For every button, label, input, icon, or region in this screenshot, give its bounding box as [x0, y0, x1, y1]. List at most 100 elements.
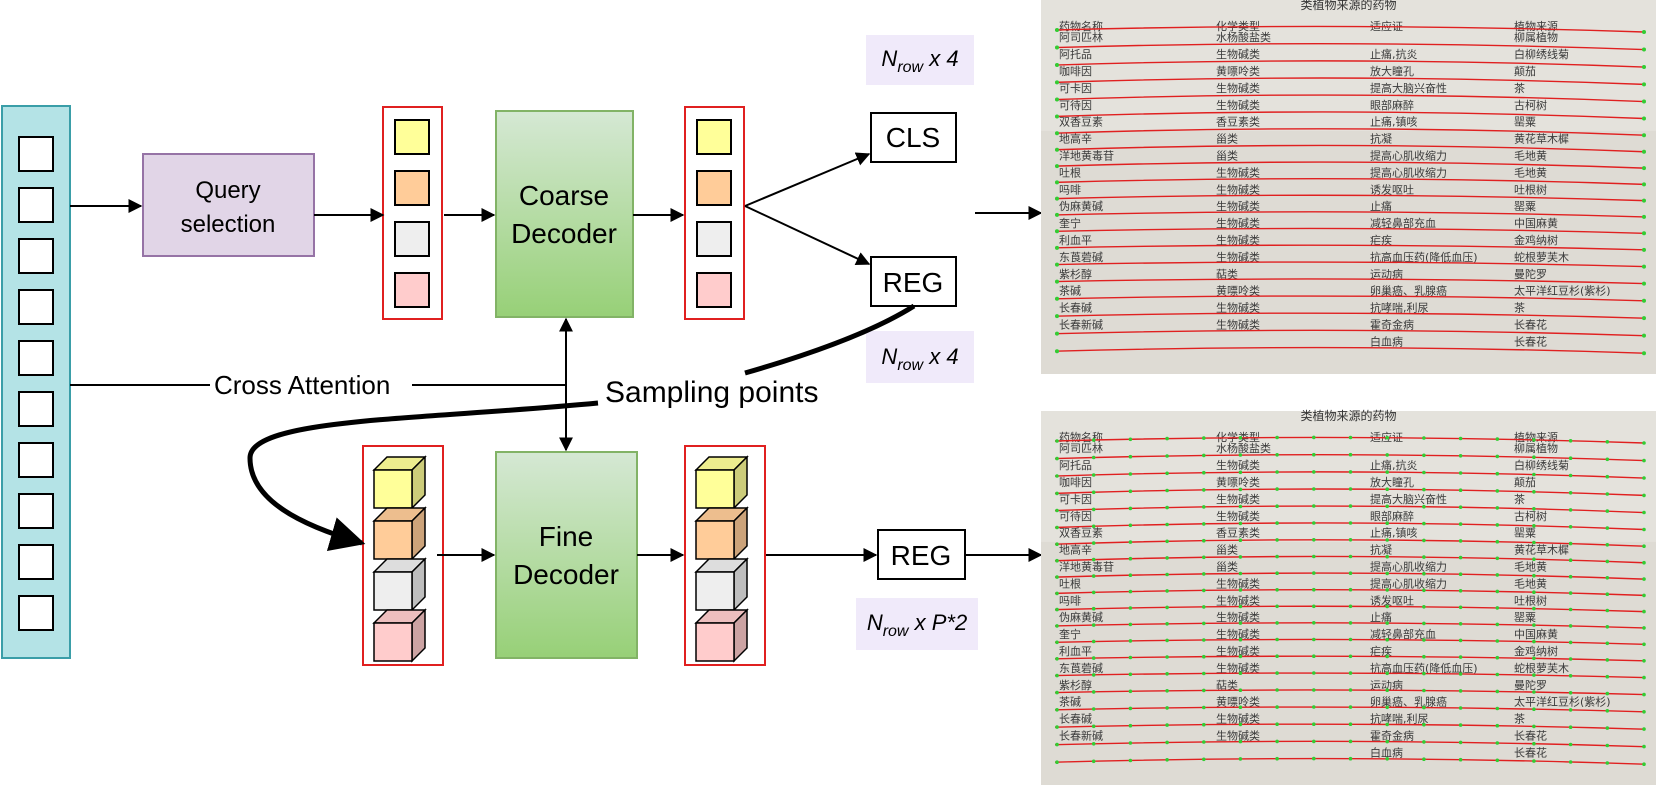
sampling-point [1238, 555, 1243, 559]
sampling-point [1128, 556, 1133, 561]
table-row: 白血病长春花 [1370, 745, 1547, 759]
sampling-point [1422, 571, 1426, 576]
table-cell: 霍奇金病 [1370, 728, 1414, 742]
sampling-point [1055, 657, 1059, 661]
query-cube [372, 506, 427, 561]
query-cube [372, 608, 427, 663]
sampling-point [1642, 675, 1646, 680]
table-cell: 罂粟 [1514, 200, 1536, 213]
sampling-point [1495, 539, 1500, 544]
query-cube [694, 506, 749, 561]
sampling-point [1348, 604, 1353, 609]
table-cell: 毛地黄 [1514, 559, 1547, 573]
table-cell: 水杨酸盐类 [1216, 30, 1271, 44]
table-cell: 吗啡 [1059, 183, 1081, 196]
table-row-line [1054, 161, 1645, 169]
svg-text:Nrow x 4: Nrow x 4 [881, 46, 958, 76]
table-row: 可卡因生物碱类提高大脑兴奋性茶 [1059, 492, 1525, 506]
sampling-point [1312, 739, 1316, 744]
sampling-point [1275, 654, 1279, 658]
sampling-point [1238, 436, 1243, 440]
table-photo-coarse: 类植物来源的药物药物名称化学类型适应证植物来源阿司匹林水杨酸盐类柳属植物阿托品生… [1041, 0, 1656, 374]
sampling-point [1458, 522, 1463, 526]
sampling-point [1091, 606, 1096, 611]
table-cell: 生物碱类 [1216, 199, 1260, 213]
sampling-point [1312, 538, 1316, 542]
sampling-point [1385, 739, 1389, 744]
sampling-point [1605, 592, 1610, 596]
sampling-point [1312, 722, 1316, 726]
sampling-point [1348, 739, 1353, 744]
nrow-fine-sub: row [883, 623, 910, 640]
sampling-point [1238, 453, 1243, 457]
sampling-point [1385, 654, 1389, 659]
table-row: 吐根生物碱类提高心肌收缩力毛地黄 [1059, 576, 1547, 590]
sampling-point [1605, 509, 1610, 513]
sampling-point [1128, 672, 1133, 677]
row-endpoint [1055, 180, 1059, 185]
table-cell: 生物碱类 [1216, 81, 1260, 95]
sampling-point [1532, 557, 1536, 561]
sampling-point [1605, 658, 1610, 662]
table-cell: 抗凝 [1370, 543, 1392, 557]
sampling-point [1605, 474, 1610, 479]
sampling-point [1275, 722, 1279, 726]
query-selection-line1: Query [195, 177, 260, 204]
sampling-point [1055, 760, 1059, 764]
table-cell: 双香豆素 [1059, 527, 1103, 540]
sampling-point [1091, 557, 1096, 562]
sampling-point [1275, 621, 1279, 625]
row-endpoint [1055, 262, 1059, 267]
sampling-point [1642, 642, 1646, 647]
sampling-points-label: Sampling points [605, 376, 818, 409]
sampling-point [1495, 471, 1500, 476]
sampling-point [1055, 624, 1059, 628]
sampling-point [1568, 760, 1573, 764]
sampling-point [1165, 589, 1169, 593]
sampling-point [1055, 558, 1059, 563]
table-cell: 疟疾 [1370, 233, 1392, 247]
nrow-cls-base: N [881, 46, 897, 71]
sampling-point [1568, 624, 1573, 628]
sampling-point [1568, 674, 1573, 678]
sampling-point [1348, 571, 1353, 575]
sampling-point [1385, 757, 1389, 761]
table-cell: 提高心肌收缩力 [1370, 148, 1447, 162]
sampling-point [1458, 757, 1463, 762]
table-row: 可待因生物碱类眼部麻醉古柯树 [1059, 509, 1547, 523]
sampling-point [1532, 707, 1536, 711]
sampling-point [1642, 577, 1646, 581]
sampling-point [1495, 589, 1500, 594]
sampling-point [1568, 742, 1573, 747]
row-endpoint [1055, 229, 1059, 234]
sampling-point [1532, 606, 1536, 611]
sampling-point [1091, 639, 1096, 644]
table-cell: 洋地黄毒苷 [1059, 148, 1114, 162]
sampling-point [1385, 604, 1389, 609]
sampling-point [1128, 506, 1133, 511]
sampling-point [1091, 490, 1096, 495]
table-cell: 甾类 [1216, 148, 1238, 162]
sampling-point [1055, 591, 1059, 596]
sampling-point [1275, 470, 1279, 474]
sampling-point [1091, 473, 1096, 477]
sampling-point [1312, 504, 1316, 508]
nrow-cls-suffix: x 4 [923, 46, 958, 71]
sampling-point [1495, 689, 1500, 694]
table-cell: 眼部麻醉 [1370, 509, 1414, 523]
table-cell: 吐根树 [1514, 593, 1547, 607]
row-endpoint [1642, 214, 1646, 219]
sampling-point [1422, 605, 1426, 609]
sampling-point [1091, 690, 1096, 694]
table-row: 双香豆素香豆素类止痛,镇咳罂粟 [1059, 115, 1536, 129]
svg-text:Nrow x 4: Nrow x 4 [881, 344, 958, 374]
sampling-point [1422, 705, 1426, 710]
row-endpoint [1642, 247, 1646, 252]
table-row-line [1054, 25, 1645, 33]
sampling-point [1312, 621, 1316, 625]
sampling-point [1128, 523, 1133, 528]
table-row-line [1054, 295, 1645, 302]
sampling-point [1532, 472, 1536, 477]
sampling-point [1458, 723, 1463, 727]
sampling-point [1642, 609, 1646, 614]
